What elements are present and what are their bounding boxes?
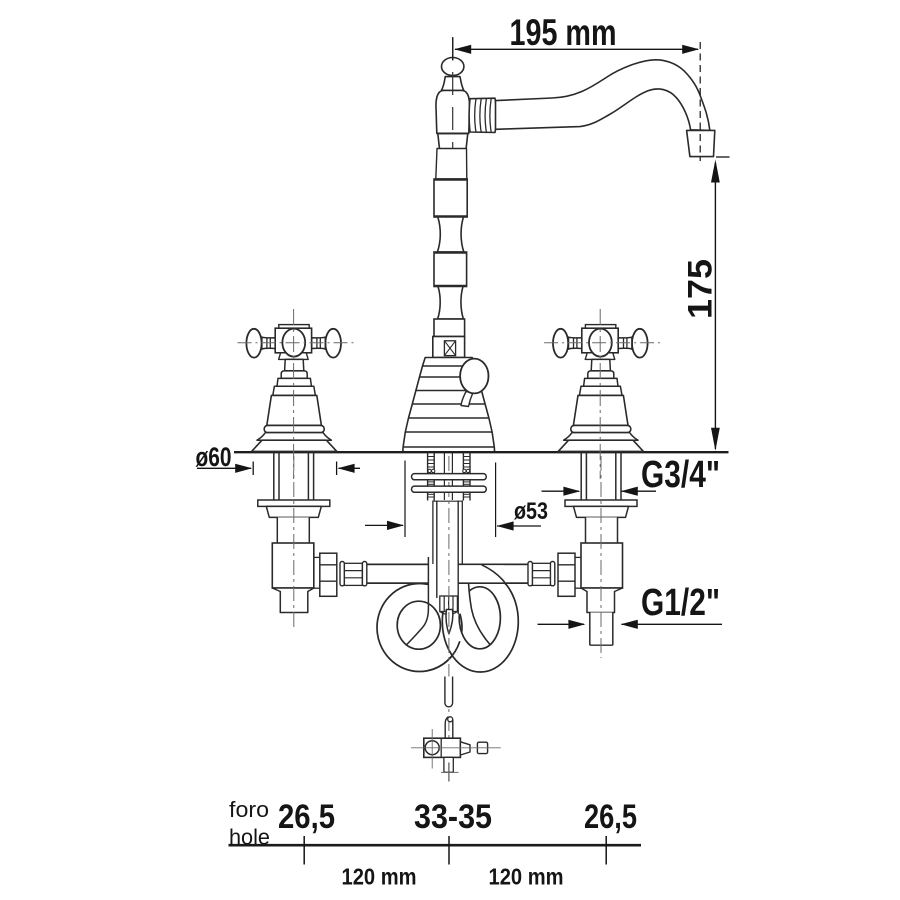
svg-text:26,5: 26,5 bbox=[584, 798, 637, 836]
svg-text:26,5: 26,5 bbox=[278, 798, 335, 836]
svg-text:hole: hole bbox=[229, 825, 270, 850]
svg-text:foro: foro bbox=[229, 797, 269, 822]
svg-text:195 mm: 195 mm bbox=[510, 12, 617, 53]
svg-text:120 mm: 120 mm bbox=[489, 864, 564, 890]
svg-text:ø53: ø53 bbox=[514, 498, 548, 525]
svg-text:ø60: ø60 bbox=[196, 442, 232, 472]
svg-text:G3/4": G3/4" bbox=[641, 454, 720, 496]
svg-text:G1/2": G1/2" bbox=[641, 582, 720, 624]
svg-text:33-35: 33-35 bbox=[414, 798, 492, 836]
svg-text:120 mm: 120 mm bbox=[342, 864, 417, 890]
svg-text:175: 175 bbox=[682, 259, 720, 319]
